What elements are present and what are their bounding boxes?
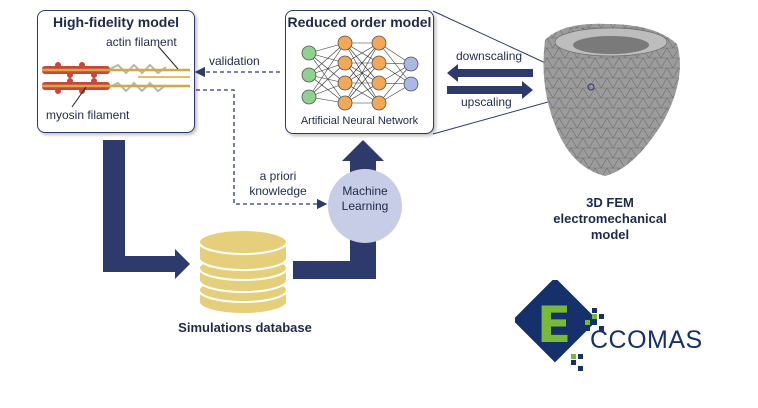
svg-text:E: E: [537, 296, 571, 354]
heart-mesh-image: [543, 23, 680, 176]
apriori-label-line1: a priori: [259, 169, 297, 183]
downscaling-arrow: [447, 64, 533, 82]
eccomas-logo-text: CCOMAS: [590, 326, 703, 354]
fem-label-line2: electromechanical: [553, 211, 667, 226]
machine-learning-label: Machine Learning: [328, 184, 402, 214]
validation-label: validation: [209, 54, 260, 68]
sarcomere-illustration: [42, 45, 190, 108]
ann-label: Artificial Neural Network: [300, 115, 419, 127]
hifi-to-database-arrow: [103, 140, 190, 279]
downscaling-label: downscaling: [456, 49, 523, 63]
upscaling-arrow: [447, 81, 533, 99]
apriori-knowledge-arrow: [196, 89, 328, 210]
upscaling-label: upscaling: [461, 95, 512, 109]
fem-label-line1: 3D FEM: [586, 195, 634, 210]
database-icon: [198, 229, 288, 315]
myosin-filament-label: myosin filament: [46, 108, 130, 122]
high-fidelity-model-box: High-fidelity model actin filament myosi…: [37, 10, 195, 133]
reduced-order-model-title: Reduced order model: [287, 14, 432, 30]
machine-learning-line2: Learning: [341, 199, 389, 213]
machine-learning-line1: Machine: [342, 184, 388, 198]
apriori-label-line2: knowledge: [249, 184, 307, 198]
high-fidelity-model-title: High-fidelity model: [53, 14, 179, 30]
reduced-order-model-box: Reduced order model: [285, 10, 434, 134]
database-label: Simulations database: [178, 320, 312, 335]
machine-learning-node: [328, 169, 402, 243]
actin-filament-label: actin filament: [106, 35, 177, 49]
neural-network-illustration: [301, 35, 419, 111]
eccomas-logo-mark: E: [515, 280, 604, 371]
fem-label-line3: model: [590, 227, 630, 242]
